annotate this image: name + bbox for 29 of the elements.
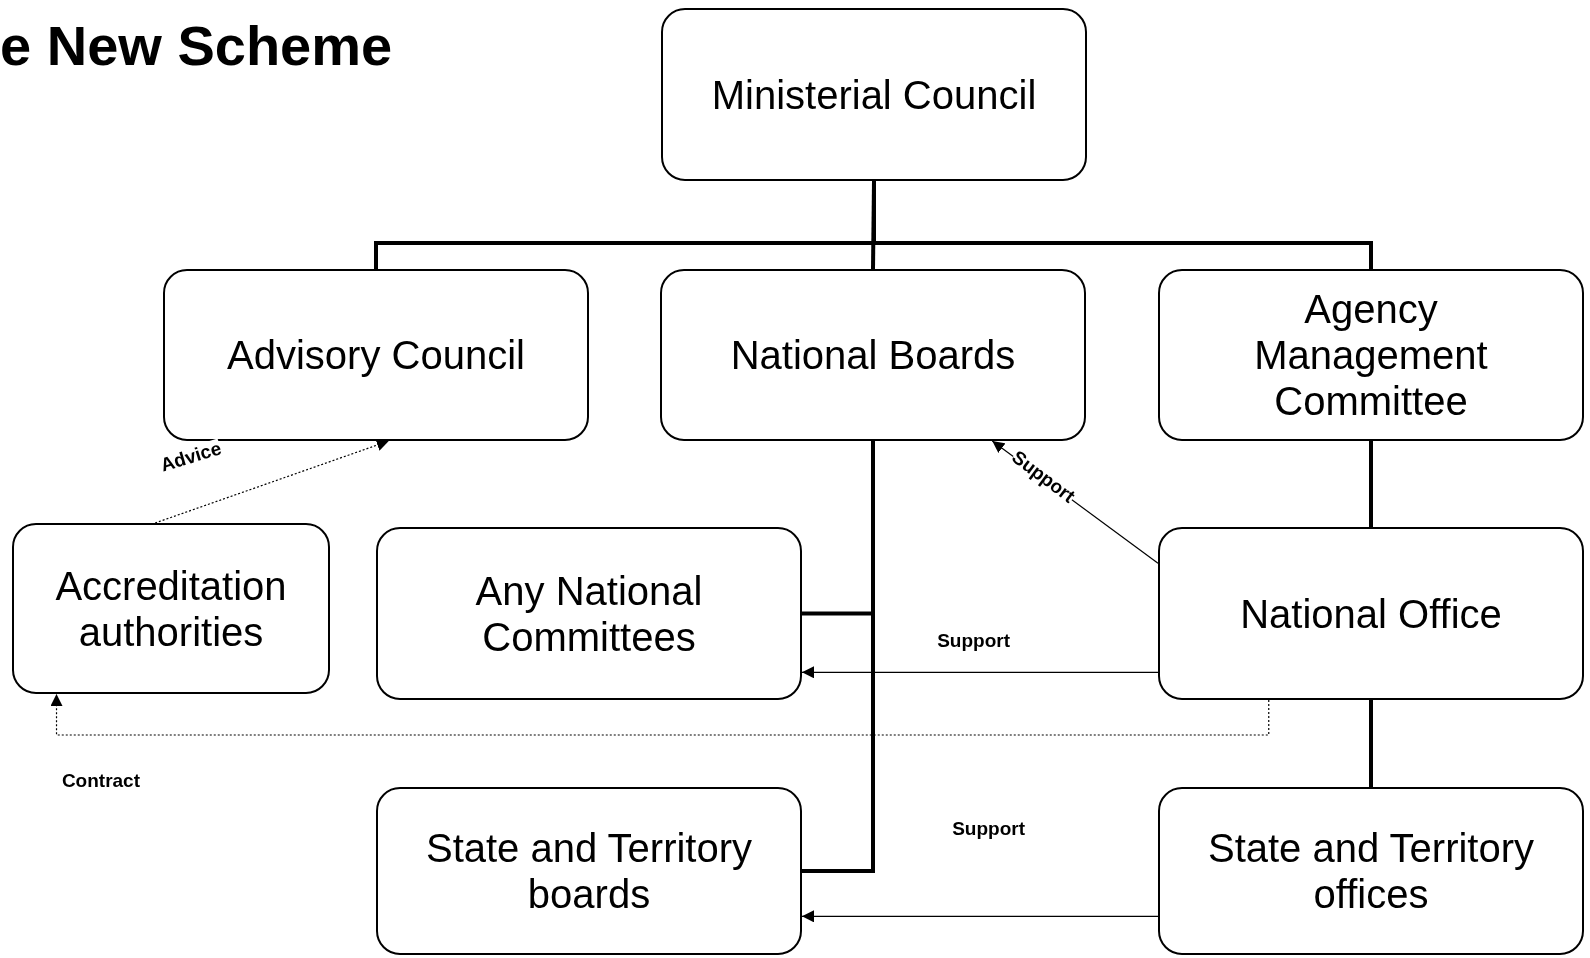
connector-line [802, 441, 875, 873]
box-label: National Office [1240, 590, 1502, 637]
connector-line [1369, 700, 1373, 787]
arrow [154, 439, 390, 524]
edge-label: Contract [61, 771, 140, 790]
edge-label: Support [952, 819, 1025, 838]
org-box [1158, 787, 1584, 955]
org-box [376, 527, 802, 700]
box-label: State and Territory offices [1206, 825, 1536, 917]
org-box [1158, 527, 1584, 700]
org-box [661, 8, 1087, 181]
org-box [12, 523, 330, 694]
box-label: National Boards [730, 332, 1016, 378]
box-label: Advisory Council [227, 332, 525, 378]
box-label: Agency Management Committee [1253, 286, 1489, 424]
box-label: State and Territory boards [424, 825, 754, 917]
org-box [376, 787, 802, 955]
title: e New Scheme [0, 18, 393, 74]
arrow [50, 693, 1270, 736]
arrow [801, 910, 1159, 923]
box-label: Ministerial Council [711, 71, 1037, 118]
connector-line [1369, 441, 1373, 527]
box-label: Any National Committees [474, 567, 704, 660]
arrow [801, 666, 1159, 679]
box-label: Accreditation authorities [54, 562, 288, 655]
edge-label: Support [937, 631, 1010, 650]
org-box [1158, 269, 1584, 441]
org-box [163, 269, 589, 441]
org-box [660, 269, 1086, 441]
